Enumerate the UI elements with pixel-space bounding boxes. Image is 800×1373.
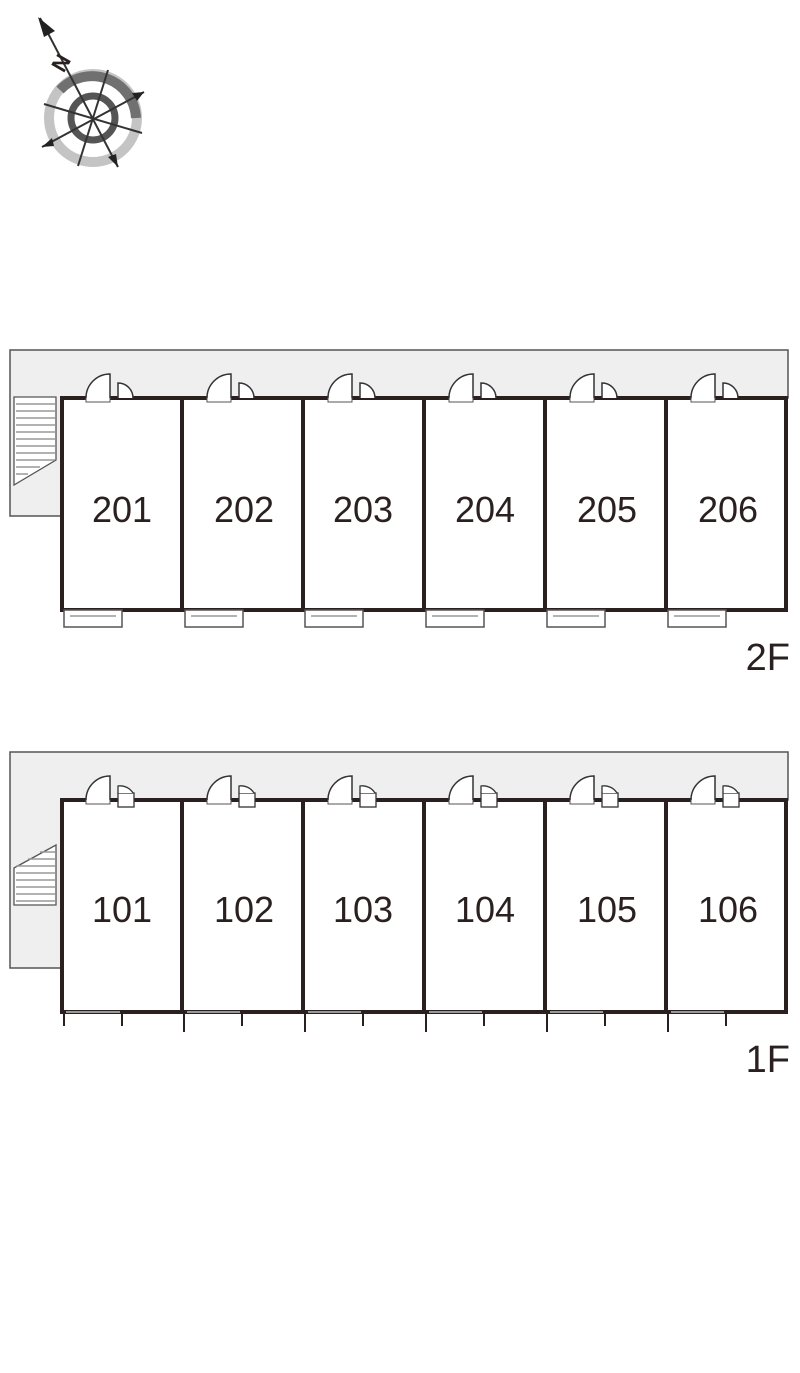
- door-icon: [327, 373, 376, 403]
- room-105: 105: [569, 775, 637, 930]
- door-icon: [569, 775, 619, 808]
- room-number: 101: [92, 889, 152, 930]
- staircase: [13, 396, 57, 487]
- door-icon: [206, 775, 256, 808]
- door-icon: [690, 775, 740, 808]
- door-icon: [569, 373, 618, 403]
- balcony: [184, 609, 244, 628]
- room-number: 104: [455, 889, 515, 930]
- door-icon: [85, 775, 135, 808]
- door-icon: [448, 775, 498, 808]
- room-206: 206: [667, 373, 758, 628]
- room-number: 205: [577, 489, 637, 530]
- room-101: 101: [85, 775, 152, 930]
- north-label: N: [46, 50, 76, 76]
- balcony: [304, 609, 364, 628]
- room-103: 103: [327, 775, 393, 930]
- balcony: [546, 609, 606, 628]
- floor-label: 1F: [746, 1039, 790, 1081]
- door-icon: [690, 373, 739, 403]
- room-number: 204: [455, 489, 515, 530]
- door-icon: [206, 373, 255, 403]
- balcony: [667, 609, 727, 628]
- room-number: 106: [698, 889, 758, 930]
- room-number: 203: [333, 489, 393, 530]
- floor-label: 2F: [746, 637, 790, 679]
- room-number: 102: [214, 889, 274, 930]
- room-number: 206: [698, 489, 758, 530]
- door-icon: [327, 775, 377, 808]
- room-102: 102: [206, 775, 274, 930]
- balcony: [425, 609, 485, 628]
- room-number: 202: [214, 489, 274, 530]
- room-number: 105: [577, 889, 637, 930]
- floor-1f: 101 102 103: [9, 751, 790, 1081]
- floor-2f: 201 202 203: [9, 349, 790, 679]
- room-203: 203: [304, 373, 393, 628]
- staircase: [13, 843, 57, 906]
- room-number: 103: [333, 889, 393, 930]
- room-204: 204: [425, 373, 515, 628]
- door-icon: [448, 373, 497, 403]
- room-205: 205: [546, 373, 637, 628]
- compass-icon: N: [38, 17, 145, 168]
- room-104: 104: [448, 775, 515, 930]
- room-202: 202: [184, 373, 274, 628]
- room-106: 106: [690, 775, 758, 930]
- room-201: 201: [63, 373, 152, 628]
- door-icon: [85, 373, 134, 403]
- room-number: 201: [92, 489, 152, 530]
- balcony: [63, 609, 123, 628]
